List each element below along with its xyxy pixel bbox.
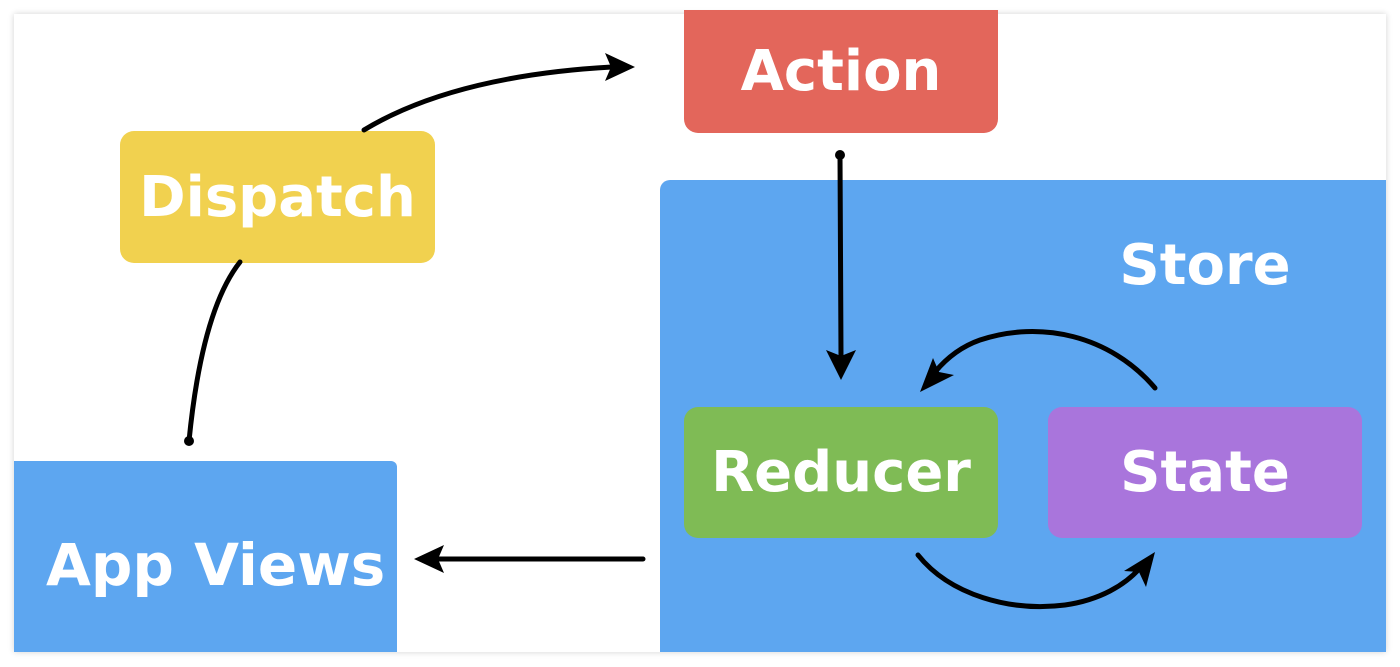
arrow-head-state-to-reducer: [920, 358, 954, 392]
app-views-box: App Views: [14, 461, 397, 652]
arrow-action-to-reducer: [837, 152, 844, 358]
state-box: State: [1048, 407, 1362, 538]
arrow-head-to-action: [605, 53, 635, 81]
arrow-state-to-reducer: [932, 329, 1158, 391]
dispatch-box: Dispatch: [120, 131, 435, 263]
arrow-start-dot: [184, 436, 194, 446]
store-label: Store: [1119, 232, 1291, 298]
action-box: Action: [684, 10, 998, 133]
arrow-appviews-to-dispatch: [186, 259, 243, 444]
arrow-reducer-to-state: [915, 552, 1143, 610]
reducer-box: Reducer: [684, 407, 998, 538]
arrow-head-to-reducer: [826, 350, 856, 380]
arrow-head-to-appviews: [414, 545, 444, 573]
arrow-head-reducer-to-state: [1124, 552, 1155, 587]
arrow-dispatch-to-action: [361, 64, 615, 133]
arrow-action-start-dot: [835, 150, 845, 160]
